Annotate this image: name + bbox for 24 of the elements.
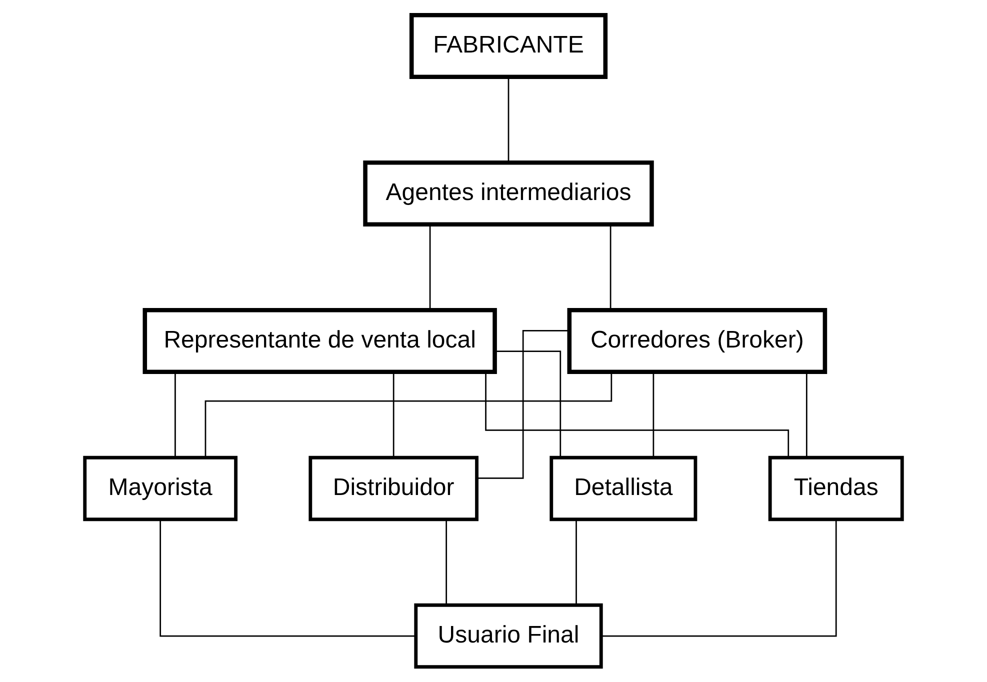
connector <box>204 372 612 458</box>
node-box: Representante de venta local <box>142 308 497 374</box>
node-box: Tiendas <box>768 456 904 522</box>
node-box: Agentes intermediarios <box>363 160 654 227</box>
connector <box>576 520 577 605</box>
connector <box>508 77 510 162</box>
connector <box>485 372 790 458</box>
connector <box>160 520 416 637</box>
node-box: Detallista <box>550 456 698 522</box>
node-box: FABRICANTE <box>409 12 608 79</box>
node-box: Corredores (Broker) <box>567 308 828 374</box>
connector <box>446 520 448 605</box>
connector <box>174 372 176 458</box>
connector <box>652 372 654 458</box>
connector <box>477 330 570 479</box>
connector <box>495 350 562 458</box>
connector <box>429 224 431 310</box>
node-box: Distribuidor <box>308 456 478 522</box>
node-box: Mayorista <box>83 456 238 522</box>
connector <box>610 224 612 310</box>
connector <box>602 520 837 637</box>
node-box: Usuario Final <box>414 603 603 669</box>
connector <box>806 372 808 458</box>
connector <box>392 372 394 458</box>
